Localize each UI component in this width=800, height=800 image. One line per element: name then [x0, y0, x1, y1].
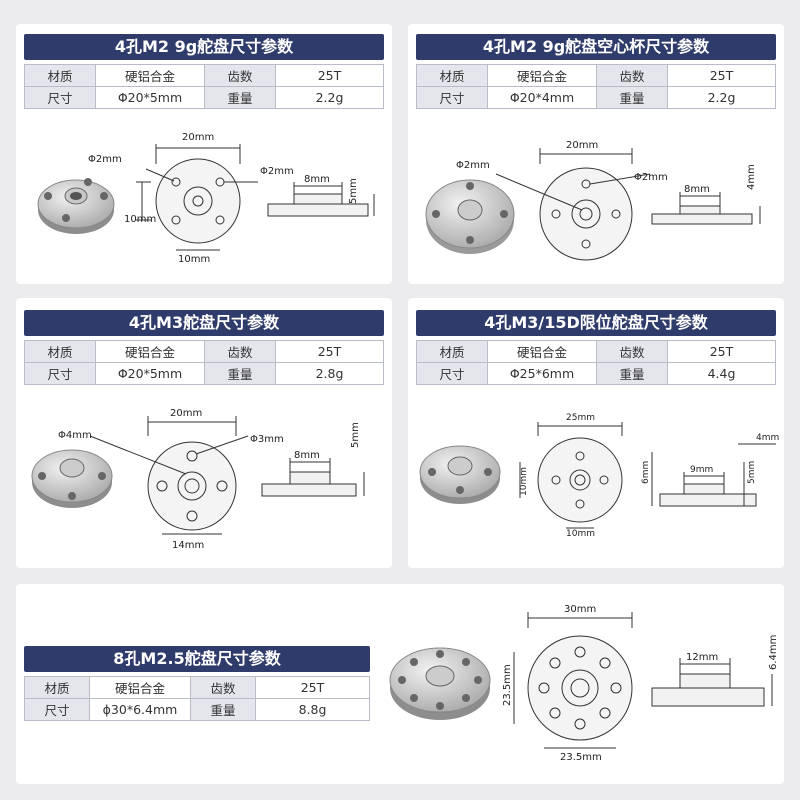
- dim-hole-b: Φ2mm: [260, 166, 294, 177]
- weight-value: 2.8g: [275, 362, 384, 385]
- dim-height: 23.5mm: [502, 664, 513, 706]
- size-value: Φ20*5mm: [95, 362, 205, 385]
- material-label: 材质: [24, 64, 96, 87]
- front-view: [519, 422, 623, 529]
- material-label: 材质: [416, 340, 488, 363]
- weight-label: 重量: [190, 698, 256, 721]
- dim-side-width: 9mm: [690, 465, 713, 475]
- horn-photo: [31, 449, 113, 508]
- weight-value: 4.4g: [667, 362, 776, 385]
- horn-photo: [419, 445, 501, 504]
- panel-4hole-m3-15d: 4孔M3/15D限位舵盘尺寸参数 材质 硬铝合金 齿数 25T 尺寸 Φ25*6…: [408, 298, 784, 568]
- panel-4hole-m2-hollow: 4孔M2 9g舵盘空心杯尺寸参数 材质 硬铝合金 齿数 25T 尺寸 Φ20*4…: [408, 24, 784, 284]
- dim-top: 4mm: [756, 433, 779, 443]
- teeth-value: 25T: [667, 64, 776, 87]
- dim-side-width: 8mm: [304, 174, 330, 185]
- spec-table: 材质 硬铝合金 齿数 25T 尺寸 Φ20*5mm 重量 2.2g: [24, 64, 384, 109]
- dim-height: 10mm: [124, 214, 156, 225]
- dim-width: 25mm: [566, 413, 595, 423]
- side-view: [261, 458, 365, 497]
- side-view: [651, 443, 776, 507]
- size-label: 尺寸: [24, 86, 96, 109]
- dim-hole-b: Φ2mm: [634, 172, 668, 183]
- dim-thickness: 5mm: [747, 461, 757, 484]
- dim-hole-a: Φ2mm: [456, 160, 490, 171]
- dim-bottom: 23.5mm: [560, 752, 602, 763]
- dim-bottom: 10mm: [178, 254, 210, 265]
- dim-bottom: 14mm: [172, 540, 204, 551]
- side-view: [267, 182, 375, 217]
- weight-value: 2.2g: [275, 86, 384, 109]
- panel-title: 4孔M2 9g舵盘空心杯尺寸参数: [416, 34, 776, 60]
- side-view: [651, 658, 773, 707]
- teeth-label: 齿数: [596, 340, 668, 363]
- horn-photo: [425, 179, 515, 254]
- drawing: 30mm 23.5mm 23.5mm 12mm 6.4mm: [389, 604, 779, 763]
- front-view: [495, 148, 651, 261]
- material-label: 材质: [416, 64, 488, 87]
- dim-hole-b: Φ3mm: [250, 434, 284, 445]
- size-label: 尺寸: [416, 362, 488, 385]
- size-label: 尺寸: [24, 362, 96, 385]
- panel-4hole-m2-9g: 4孔M2 9g舵盘尺寸参数 材质 硬铝合金 齿数 25T 尺寸 Φ20*5mm …: [16, 24, 392, 284]
- spec-table: 材质 硬铝合金 齿数 25T 尺寸 Φ20*4mm 重量 2.2g: [416, 64, 776, 109]
- horn-photo: [37, 178, 115, 234]
- dim-width: 30mm: [564, 604, 596, 615]
- panel-title: 8孔M2.5舵盘尺寸参数: [24, 646, 370, 672]
- material-value: 硬铝合金: [95, 340, 205, 363]
- drawing: 20mm Φ2mm Φ2mm 10mm 10mm 8mm 5mm: [37, 132, 375, 265]
- dim-thickness: 5mm: [350, 422, 361, 448]
- panel-4hole-m3: 4孔M3舵盘尺寸参数 材质 硬铝合金 齿数 25T 尺寸 Φ20*5mm 重量 …: [16, 298, 392, 568]
- dim-hole-a: Φ4mm: [58, 430, 92, 441]
- dim-thickness: 6.4mm: [768, 635, 779, 670]
- dim-thickness: 5mm: [348, 178, 359, 204]
- spec-table: 材质 硬铝合金 齿数 25T 尺寸 Φ25*6mm 重量 4.4g: [416, 340, 776, 385]
- size-value: ϕ30*6.4mm: [89, 698, 191, 721]
- spec-table: 材质 硬铝合金 齿数 25T 尺寸 Φ20*5mm 重量 2.8g: [24, 340, 384, 385]
- dim-side-width: 12mm: [686, 652, 718, 663]
- weight-value: 2.2g: [667, 86, 776, 109]
- drawing: 20mm Φ4mm Φ3mm 14mm 8mm 5mm: [31, 408, 365, 551]
- front-view: [513, 612, 633, 749]
- horn-photo: [389, 647, 491, 720]
- panel-title: 4孔M2 9g舵盘尺寸参数: [24, 34, 384, 60]
- dim-width: 20mm: [170, 408, 202, 419]
- dim-width: 20mm: [182, 132, 214, 143]
- size-value: Φ25*6mm: [487, 362, 597, 385]
- weight-label: 重量: [596, 362, 668, 385]
- weight-label: 重量: [596, 86, 668, 109]
- spec-table: 材质 硬铝合金 齿数 25T 尺寸 ϕ30*6.4mm 重量 8.8g: [24, 676, 370, 721]
- material-value: 硬铝合金: [487, 340, 597, 363]
- teeth-value: 25T: [255, 676, 370, 699]
- size-value: Φ20*5mm: [95, 86, 205, 109]
- dim-hole-a: Φ2mm: [88, 154, 122, 165]
- teeth-value: 25T: [275, 340, 384, 363]
- dim-side-width: 8mm: [294, 450, 320, 461]
- teeth-label: 齿数: [204, 64, 276, 87]
- side-view: [651, 192, 761, 225]
- dim-width: 20mm: [566, 140, 598, 151]
- size-label: 尺寸: [416, 86, 488, 109]
- dim-side-width: 8mm: [684, 184, 710, 195]
- drawing: 20mm Φ2mm Φ2mm 8mm 4mm: [425, 140, 761, 261]
- size-value: Φ20*4mm: [487, 86, 597, 109]
- front-view: [136, 144, 258, 251]
- material-value: 硬铝合金: [487, 64, 597, 87]
- material-value: 硬铝合金: [89, 676, 191, 699]
- dim-thickness: 4mm: [746, 164, 757, 190]
- front-view: [89, 416, 249, 535]
- drawing: 25mm 10mm 10mm 9mm 6mm 5mm 4mm: [419, 413, 779, 539]
- panel-title: 4孔M3/15D限位舵盘尺寸参数: [416, 310, 776, 336]
- material-label: 材质: [24, 676, 90, 699]
- panel-title: 4孔M3舵盘尺寸参数: [24, 310, 384, 336]
- weight-label: 重量: [204, 362, 276, 385]
- dim-total: 6mm: [641, 461, 651, 484]
- weight-value: 8.8g: [255, 698, 370, 721]
- dim-height: 10mm: [519, 467, 529, 496]
- panel-8hole-m2-5: 8孔M2.5舵盘尺寸参数 材质 硬铝合金 齿数 25T 尺寸 ϕ30*6.4mm…: [16, 584, 784, 784]
- dim-bottom: 10mm: [566, 529, 595, 539]
